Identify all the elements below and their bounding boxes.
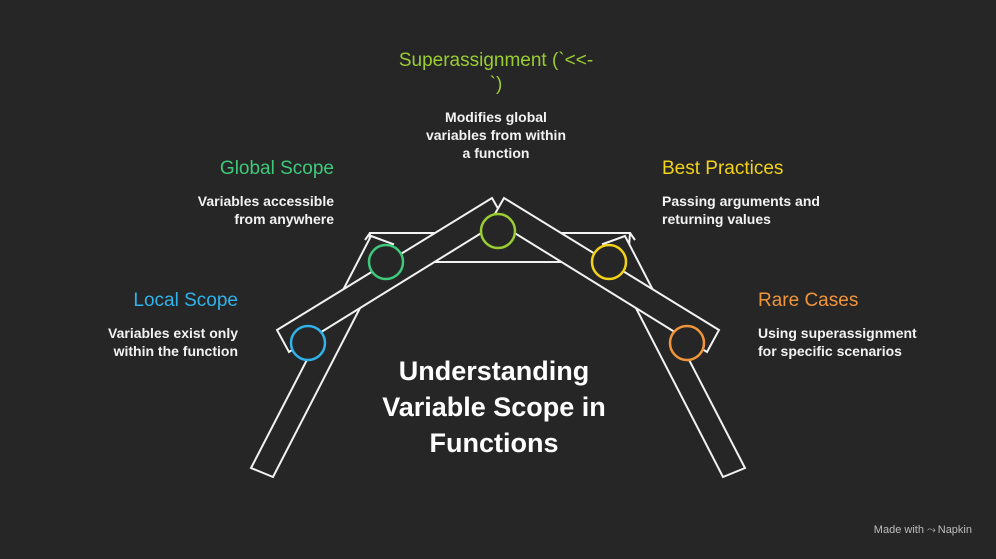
napkin-logo-icon: ⤳ xyxy=(926,524,936,536)
bracket-frame-line xyxy=(364,232,371,241)
best-practices-description: Passing arguments and returning values xyxy=(662,193,820,227)
best-practices-label: Best Practices xyxy=(662,158,784,179)
footer-text: Made with xyxy=(873,524,924,536)
rare-cases-description: Using superassignment for specific scena… xyxy=(758,325,917,359)
diagram-title: Understanding Variable Scope in Function… xyxy=(382,356,606,458)
local-scope-label: Local Scope xyxy=(133,290,238,311)
local-scope-joint xyxy=(289,324,327,362)
local-scope-description: Variables exist only within the function xyxy=(108,325,238,359)
bracket-frame-line xyxy=(629,232,636,241)
footer-attribution: Made with⤳Napkin xyxy=(874,523,972,537)
global-scope-label: Global Scope xyxy=(219,158,334,179)
rare-cases-label: Rare Cases xyxy=(758,290,859,311)
footer-brand: Napkin xyxy=(937,524,972,536)
global-scope-description: Variables accessible from anywhere xyxy=(197,193,334,227)
superassignment-description: Modifies global variables from within a … xyxy=(425,109,567,161)
superassignment-joint xyxy=(479,212,517,250)
rare-cases-joint xyxy=(668,324,706,362)
superassignment-label: Superassignment (`<<-`) xyxy=(398,50,594,95)
best-practices-joint xyxy=(590,243,628,281)
global-scope-joint xyxy=(367,243,405,281)
